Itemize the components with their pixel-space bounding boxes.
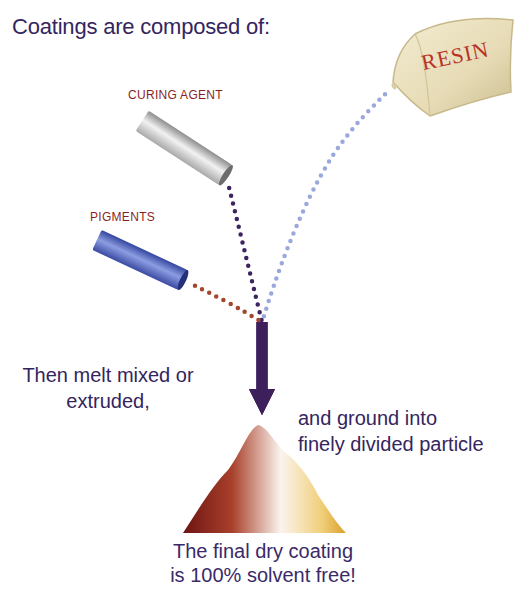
resin-bag-node: RESIN (385, 12, 520, 127)
part-label: CURING AGENT (128, 88, 240, 102)
tube-body (136, 111, 233, 186)
caption-text: The final dry coating is 100% solvent fr… (168, 539, 358, 587)
curing-agent-tube: CURING AGENT (128, 88, 240, 188)
step-label: Then melt mixed or extruded, (8, 362, 208, 414)
flow-connector (262, 94, 385, 389)
bag-spout (391, 82, 396, 90)
process-arrow (257, 322, 268, 389)
pigment-tube: PIGMENTS (90, 210, 195, 290)
part-label: PIGMENTS (90, 210, 195, 224)
node-shape (128, 88, 240, 188)
particle-stream (262, 94, 385, 322)
process-arrow (257, 322, 268, 389)
process-arrow (257, 322, 268, 389)
diagram-title: Coatings are composed of: (12, 14, 270, 40)
particle-stream (195, 286, 262, 322)
flow-connector (229, 188, 262, 389)
tube-opening (217, 164, 235, 187)
step-label: and ground into finely divided particle (298, 405, 486, 457)
flow-connector (195, 286, 262, 389)
tube-opening (176, 269, 191, 291)
resin-bag (393, 19, 513, 116)
particle-stream (229, 188, 262, 322)
tube-body (92, 230, 187, 290)
